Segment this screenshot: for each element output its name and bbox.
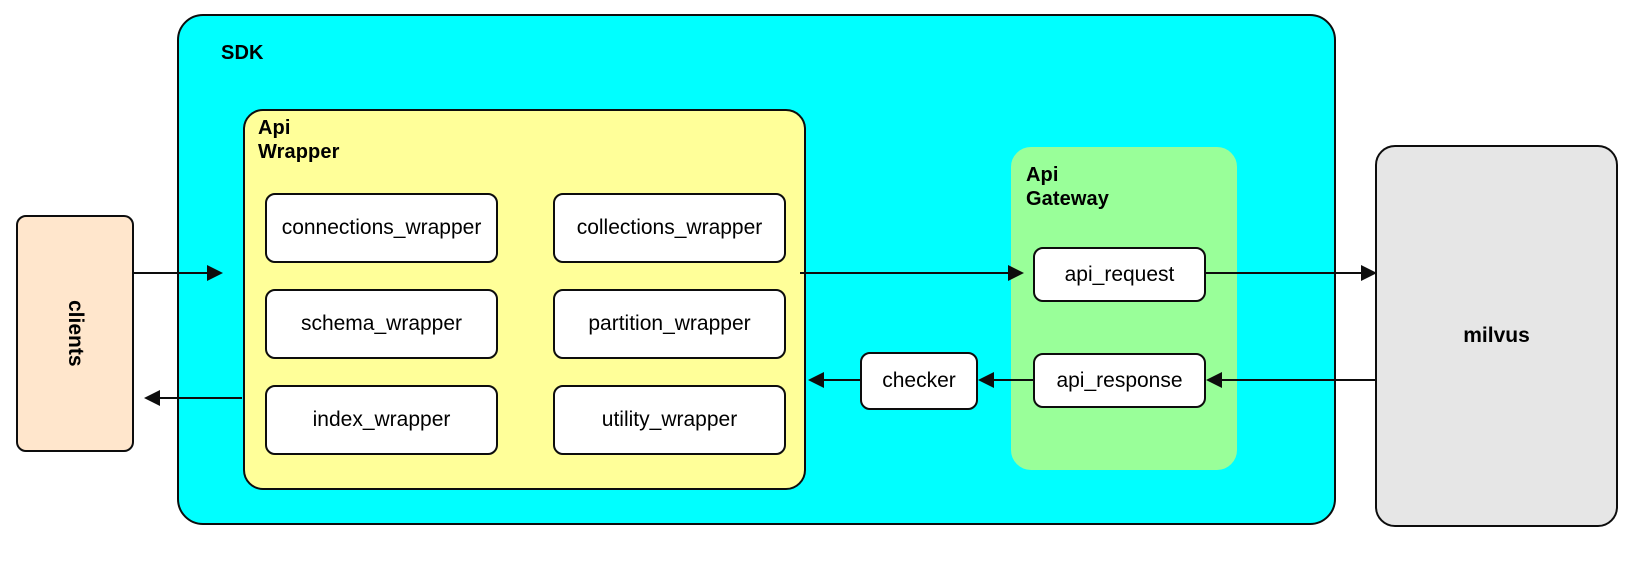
connector-checker-to-api-wrapper-arrowhead: [808, 372, 824, 388]
node-checker[interactable]: checker: [860, 352, 978, 410]
node-connections-wrapper-label: connections_wrapper: [281, 216, 482, 239]
container-sdk-label: SDK: [221, 42, 264, 64]
connector-api-wrapper-to-api-gateway-arrowhead: [1008, 265, 1024, 281]
node-index-wrapper[interactable]: index_wrapper: [265, 385, 498, 455]
connector-clients-to-api-wrapper-arrowhead: [207, 265, 223, 281]
node-api-response-label: api_response: [1056, 368, 1183, 392]
node-collections-wrapper-label: collections_wrapper: [576, 216, 763, 239]
node-connections-wrapper[interactable]: connections_wrapper: [265, 193, 498, 263]
connector-api-wrapper-to-clients: [160, 397, 242, 399]
connector-milvus-to-api-response: [1222, 379, 1377, 381]
connector-api-request-to-milvus-arrowhead: [1361, 265, 1377, 281]
node-clients[interactable]: clients: [16, 215, 134, 452]
connector-milvus-to-api-response-arrowhead: [1206, 372, 1222, 388]
connector-checker-to-api-wrapper: [824, 379, 862, 381]
node-milvus-label: milvus: [1463, 324, 1530, 347]
container-api-gateway-label: Api Gateway: [1026, 164, 1109, 211]
node-utility-wrapper[interactable]: utility_wrapper: [553, 385, 786, 455]
container-api-wrapper-label: Api Wrapper: [258, 117, 340, 164]
node-milvus[interactable]: milvus: [1375, 145, 1618, 527]
connector-api-wrapper-to-clients-arrowhead: [144, 390, 160, 406]
node-partition-wrapper[interactable]: partition_wrapper: [553, 289, 786, 359]
connector-api-request-to-milvus: [1204, 272, 1372, 274]
node-schema-wrapper-label: schema_wrapper: [300, 312, 463, 335]
node-clients-label: clients: [64, 300, 87, 367]
connector-clients-to-api-wrapper: [134, 272, 209, 274]
node-partition-wrapper-label: partition_wrapper: [588, 312, 751, 335]
node-schema-wrapper[interactable]: schema_wrapper: [265, 289, 498, 359]
node-api-request-label: api_request: [1064, 262, 1175, 286]
node-utility-wrapper-label: utility_wrapper: [601, 408, 738, 431]
connector-api-wrapper-to-api-gateway: [800, 272, 1010, 274]
node-api-response[interactable]: api_response: [1033, 353, 1206, 408]
container-api-gateway[interactable]: [1011, 147, 1237, 470]
node-api-request[interactable]: api_request: [1033, 247, 1206, 302]
node-index-wrapper-label: index_wrapper: [312, 408, 451, 431]
node-collections-wrapper[interactable]: collections_wrapper: [553, 193, 786, 263]
connector-api-response-to-checker: [994, 379, 1034, 381]
node-checker-label: checker: [882, 369, 956, 392]
connector-api-response-to-checker-arrowhead: [978, 372, 994, 388]
